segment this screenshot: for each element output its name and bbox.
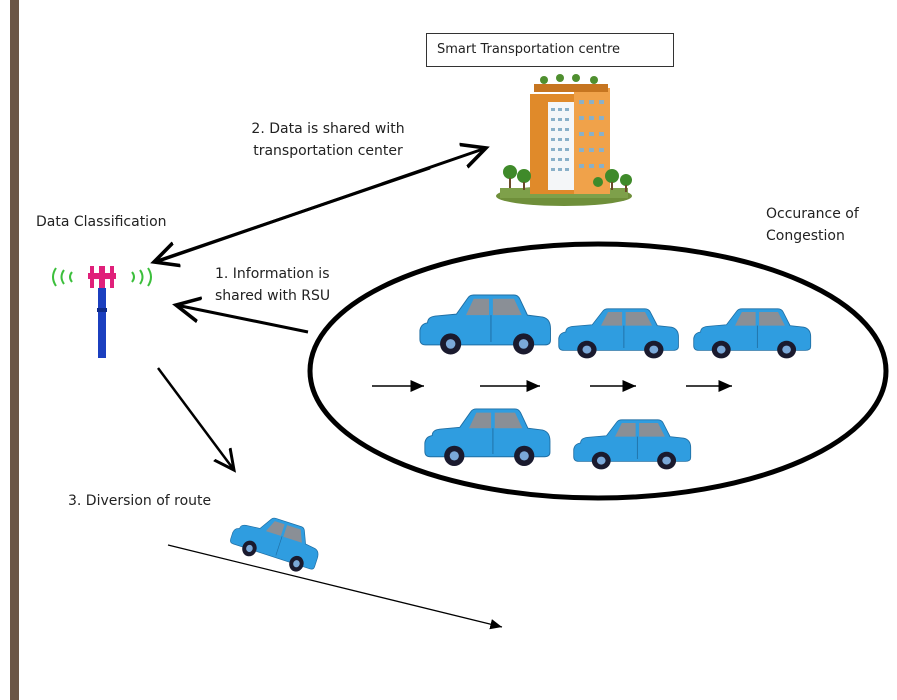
congestion-line2: Congestion (766, 228, 845, 244)
rsu-tower-icon (52, 266, 152, 358)
car-icon (573, 419, 692, 470)
data-classification-label: Data Classification (36, 214, 167, 230)
arrow-info-to-rsu (176, 305, 309, 334)
step2-label: 2. Data is shared with transportation ce… (228, 118, 428, 162)
car-icon (419, 294, 551, 355)
congestion-line1: Occurance of (766, 206, 859, 222)
step2-line1: 2. Data is shared with (251, 121, 405, 137)
diversion-route-line (167, 544, 503, 630)
congestion-ellipse (307, 241, 889, 501)
building-icon (496, 74, 632, 206)
smart-transportation-centre-box: Smart Transportation centre (426, 33, 674, 67)
car-icon (424, 408, 551, 467)
car-icon (693, 308, 812, 359)
step2-line2: transportation center (253, 143, 403, 159)
step1-line1: 1. Information is (215, 266, 330, 282)
car-icon (558, 308, 679, 359)
step3-label: 3. Diversion of route (68, 493, 212, 509)
step1-line2: shared with RSU (215, 288, 331, 304)
arrow-diversion (156, 367, 234, 470)
car-icon (226, 506, 326, 578)
congestion-label: Occurance of Congestion (766, 203, 859, 247)
step1-label: 1. Information is shared with RSU (215, 263, 330, 307)
left-border-bar (10, 0, 19, 700)
arrow-from-center-to-rsu (154, 166, 431, 262)
